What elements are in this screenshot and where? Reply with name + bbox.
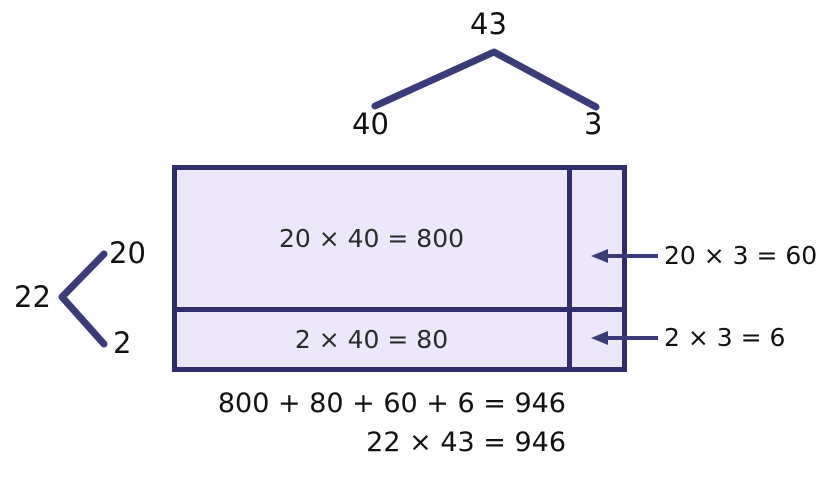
top-part-40-label: 40 bbox=[352, 107, 389, 141]
callout-label-top-right: 20 × 3 = 60 bbox=[664, 241, 818, 270]
top-part-3-label: 3 bbox=[584, 107, 603, 141]
left-part-2-label: 2 bbox=[113, 326, 132, 360]
grid-cell-top-left: 20 × 40 = 800 bbox=[177, 170, 566, 307]
grid-cell-bottom-left: 2 × 40 = 80 bbox=[177, 312, 566, 367]
left-branch-connector bbox=[58, 250, 108, 348]
left-whole-number-label: 22 bbox=[14, 280, 51, 314]
grid-horizontal-divider bbox=[177, 307, 622, 312]
grid-vertical-divider bbox=[567, 170, 572, 367]
grid-cell-bottom-right bbox=[572, 312, 622, 367]
top-whole-number-label: 43 bbox=[470, 7, 507, 41]
sum-equation-line-2: 22 × 43 = 946 bbox=[366, 427, 566, 458]
callout-label-bottom-right: 2 × 3 = 6 bbox=[664, 323, 786, 352]
top-branch-connector bbox=[371, 48, 600, 111]
sum-equation-line-1: 800 + 80 + 60 + 6 = 946 bbox=[217, 388, 566, 419]
grid-cell-top-right bbox=[572, 170, 622, 307]
left-part-20-label: 20 bbox=[109, 236, 146, 270]
